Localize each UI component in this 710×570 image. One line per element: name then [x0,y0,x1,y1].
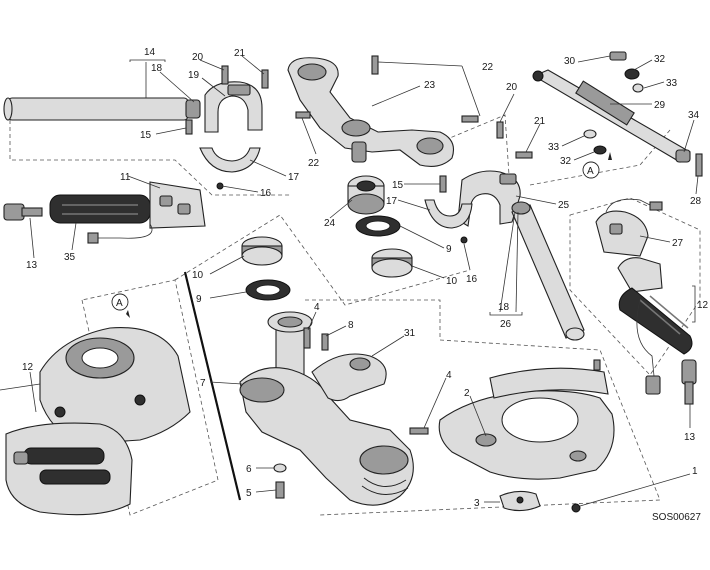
callout-16-b: 16 [466,274,478,285]
right-bar-end [681,359,697,405]
left-handlebar-tube [3,97,201,121]
reference-marker-a-right [582,152,612,179]
callout-35: 35 [64,252,76,263]
sensor-clip [499,490,541,512]
callout-4-b: 4 [446,370,452,381]
callout-13-b: 13 [684,432,696,443]
diagram-code: SOS00627 [652,512,701,523]
callout-31: 31 [404,328,416,339]
callout-26: 26 [500,319,512,330]
reference-a-right-label: A [587,166,594,177]
callout-7: 7 [200,378,206,389]
callout-28: 28 [690,196,702,207]
callout-22-b: 22 [308,158,320,169]
lower-yoke [239,367,414,506]
boundary-center [444,114,511,191]
callout-17-b: 17 [386,196,398,207]
callout-24: 24 [324,218,336,229]
callout-16: 16 [260,188,272,199]
bolts-22 [295,55,479,123]
callout-21-b: 21 [534,116,546,127]
boundary-left-grip [9,120,290,196]
callout-4: 4 [314,302,320,313]
right-switch-cube [595,210,649,257]
callout-labels: 14 18 15 20 21 19 17 16 11 13 35 22 23 2… [22,47,709,523]
callout-11: 11 [120,172,131,183]
left-grip [49,194,151,224]
callout-32-b: 32 [560,156,572,167]
dust-seal-center [355,215,401,237]
frame-headstock [39,327,191,445]
callout-25: 25 [558,200,570,211]
bracket-31 [311,353,387,402]
callout-19: 19 [188,70,200,81]
left-switch-cube [149,181,206,229]
callout-1: 1 [692,466,698,477]
dust-seal-lower [245,279,291,301]
callout-20-b: 20 [506,82,518,93]
left-clamp-lower [199,147,261,173]
callout-15: 15 [140,130,152,141]
callout-23: 23 [424,80,436,91]
boundary-steering-head [174,214,471,306]
callout-3: 3 [474,498,480,509]
left-bar-end [3,203,43,221]
right-clamp-upper [457,170,521,227]
callout-21: 21 [234,48,246,59]
bolts-right-clamp [439,121,533,244]
callout-15-b: 15 [392,180,404,191]
reference-marker-a-left [111,293,130,318]
callout-6: 6 [246,464,252,475]
left-clamp-upper [204,81,263,133]
callout-27: 27 [672,238,684,249]
callout-12: 12 [697,300,709,311]
callout-33: 33 [666,78,678,89]
callout-18-b: 18 [498,302,510,313]
callout-9: 9 [446,244,452,255]
right-clamp-lower [424,199,473,229]
callout-8: 8 [348,320,354,331]
callout-10: 10 [446,276,458,287]
callout-14: 14 [144,47,156,58]
callout-22: 22 [482,62,494,73]
stem-axis-line [183,271,242,501]
boundary-lower-yoke [305,299,661,516]
top-yoke [287,57,455,167]
callout-5: 5 [246,488,252,499]
callout-13: 13 [26,260,38,271]
callout-20: 20 [192,52,204,63]
right-grip-throttle [617,257,693,355]
callout-34: 34 [688,110,700,121]
callout-33-b: 33 [548,142,560,153]
steering-nut [347,175,385,215]
callout-9-b: 9 [196,294,202,305]
right-handlebar-tube [511,201,585,341]
bearing-lower [241,236,283,266]
bolts-5-6 [273,463,287,499]
damper-hardware [583,51,703,177]
callout-2: 2 [464,388,470,399]
callout-10-b: 10 [192,270,204,281]
fairing-bracket [438,390,615,480]
callout-18: 18 [151,63,163,74]
callout-12-b: 12 [22,362,34,373]
callout-17: 17 [288,172,300,183]
boundary-right-grip [569,197,701,376]
reference-a-left-label: A [116,298,123,309]
callout-32: 32 [654,54,666,65]
cover-1 [489,359,609,513]
bearing-center [371,248,413,278]
bolts-4-8 [303,327,429,435]
inset-grip-detail [5,422,133,516]
callout-30: 30 [564,56,576,67]
callout-29: 29 [654,100,666,111]
